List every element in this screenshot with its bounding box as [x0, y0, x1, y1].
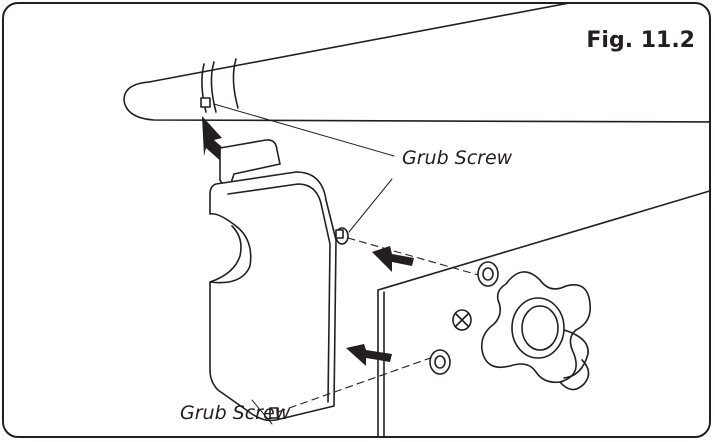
- figure-label: Fig. 11.2: [586, 28, 695, 53]
- wall-panel: [377, 190, 709, 436]
- bracket-plate: [209, 139, 337, 422]
- rail-tube: [123, 4, 709, 123]
- bracket-side-grub-screw: [335, 227, 349, 245]
- mounting-studs: [429, 261, 499, 375]
- callout-grub-screw-bottom: Grub Screw: [180, 402, 291, 424]
- callout-grub-screw-top: Grub Screw: [402, 147, 513, 169]
- bracket-bottom-grub-screw: [269, 407, 279, 419]
- cross-screw: [452, 309, 472, 331]
- star-knob: [480, 271, 592, 391]
- figure-frame: Fig. 11.2 Grub Screw Grub Screw: [2, 2, 711, 438]
- alignment-lines: [277, 237, 483, 413]
- arrows-left: [346, 246, 414, 366]
- assembly-illustration: [123, 4, 709, 436]
- rail-grub-screw: [200, 97, 211, 108]
